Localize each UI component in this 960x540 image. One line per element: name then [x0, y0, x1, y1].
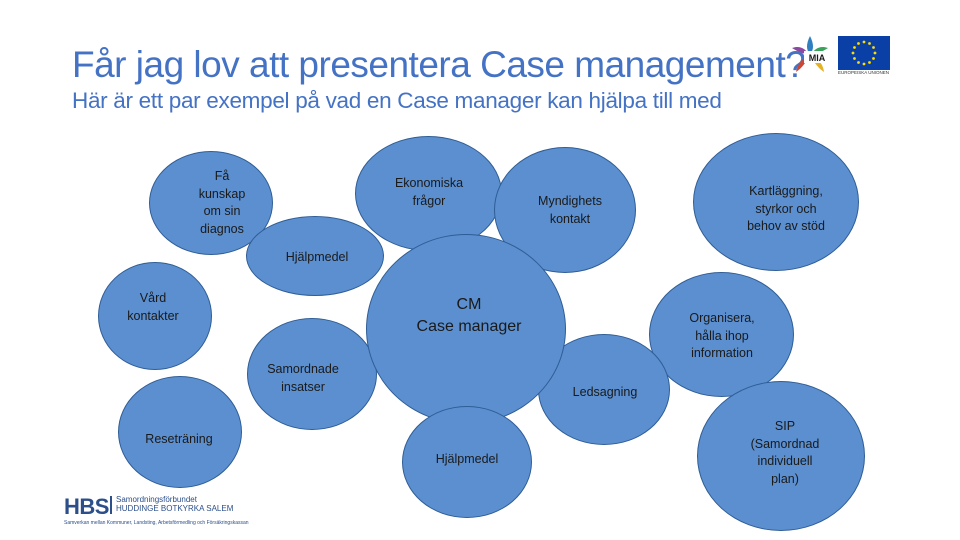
hbs-divider [110, 496, 112, 514]
bubble-sip [697, 381, 865, 531]
hbs-logo: HBS Samordningsförbundet HUDDINGE BOTKYR… [64, 492, 264, 532]
label-myndighets: Myndighets kontakt [538, 194, 602, 226]
label-ledsagning: Ledsagning [572, 385, 638, 399]
hbs-org-line2: HUDDINGE BOTKYRKA SALEM [116, 504, 234, 514]
hbs-tagline: Samverkan mellan Kommuner, Landsting, Ar… [64, 520, 249, 526]
label-vard-kontakter: Vård kontakter [127, 291, 179, 323]
label-hjalpmedel-bottom: Hjälpmedel [435, 452, 499, 466]
label-kartlaggning: Kartläggning, styrkor och behov av stöd [747, 184, 825, 233]
label-organisera: Organisera, hålla ihop information [689, 311, 755, 360]
bubble-hjalpmedel-bottom [402, 406, 532, 518]
label-samordnade-insatser: Samordnade insatser [267, 362, 339, 394]
bubble-hjalpmedel-top [246, 216, 384, 296]
label-kunskap: Få kunskap om sin diagnos [198, 169, 246, 236]
bubble-ekonomiska [355, 136, 502, 251]
bubble-samordnade-insatser [247, 318, 377, 430]
hbs-org-name: Samordningsförbundet HUDDINGE BOTKYRKA S… [116, 495, 233, 513]
page-title: Får jag lov att presentera Case manageme… [72, 44, 806, 85]
bubble-vard-kontakter [98, 262, 212, 370]
page-subtitle: Här är ett par exempel på vad en Case ma… [72, 88, 722, 113]
hbs-org-line1: Samordningsförbundet [116, 495, 197, 504]
label-sip: SIP (Samordnad individuell plan) [750, 419, 820, 486]
bubble-cm [366, 234, 566, 424]
label-cm: CM Case manager [416, 296, 522, 335]
label-ekonomiska: Ekonomiska frågor [394, 176, 464, 208]
bubble-kartlaggning [693, 133, 859, 271]
eu-flag-icon [838, 36, 890, 70]
label-hjalpmedel-top: Hjälpmedel [285, 250, 349, 264]
mia-logo: MIA [784, 30, 836, 82]
eu-logo: EUROPEISKA UNIONEN [838, 36, 890, 82]
label-resetraning: Reseträning [145, 432, 213, 446]
mia-logo-text: MIA [809, 53, 826, 63]
hbs-mark: HBS [64, 494, 109, 519]
eu-caption: EUROPEISKA UNIONEN [838, 70, 890, 75]
bubble-resetraning [118, 376, 242, 488]
bubble-organisera [649, 272, 794, 397]
